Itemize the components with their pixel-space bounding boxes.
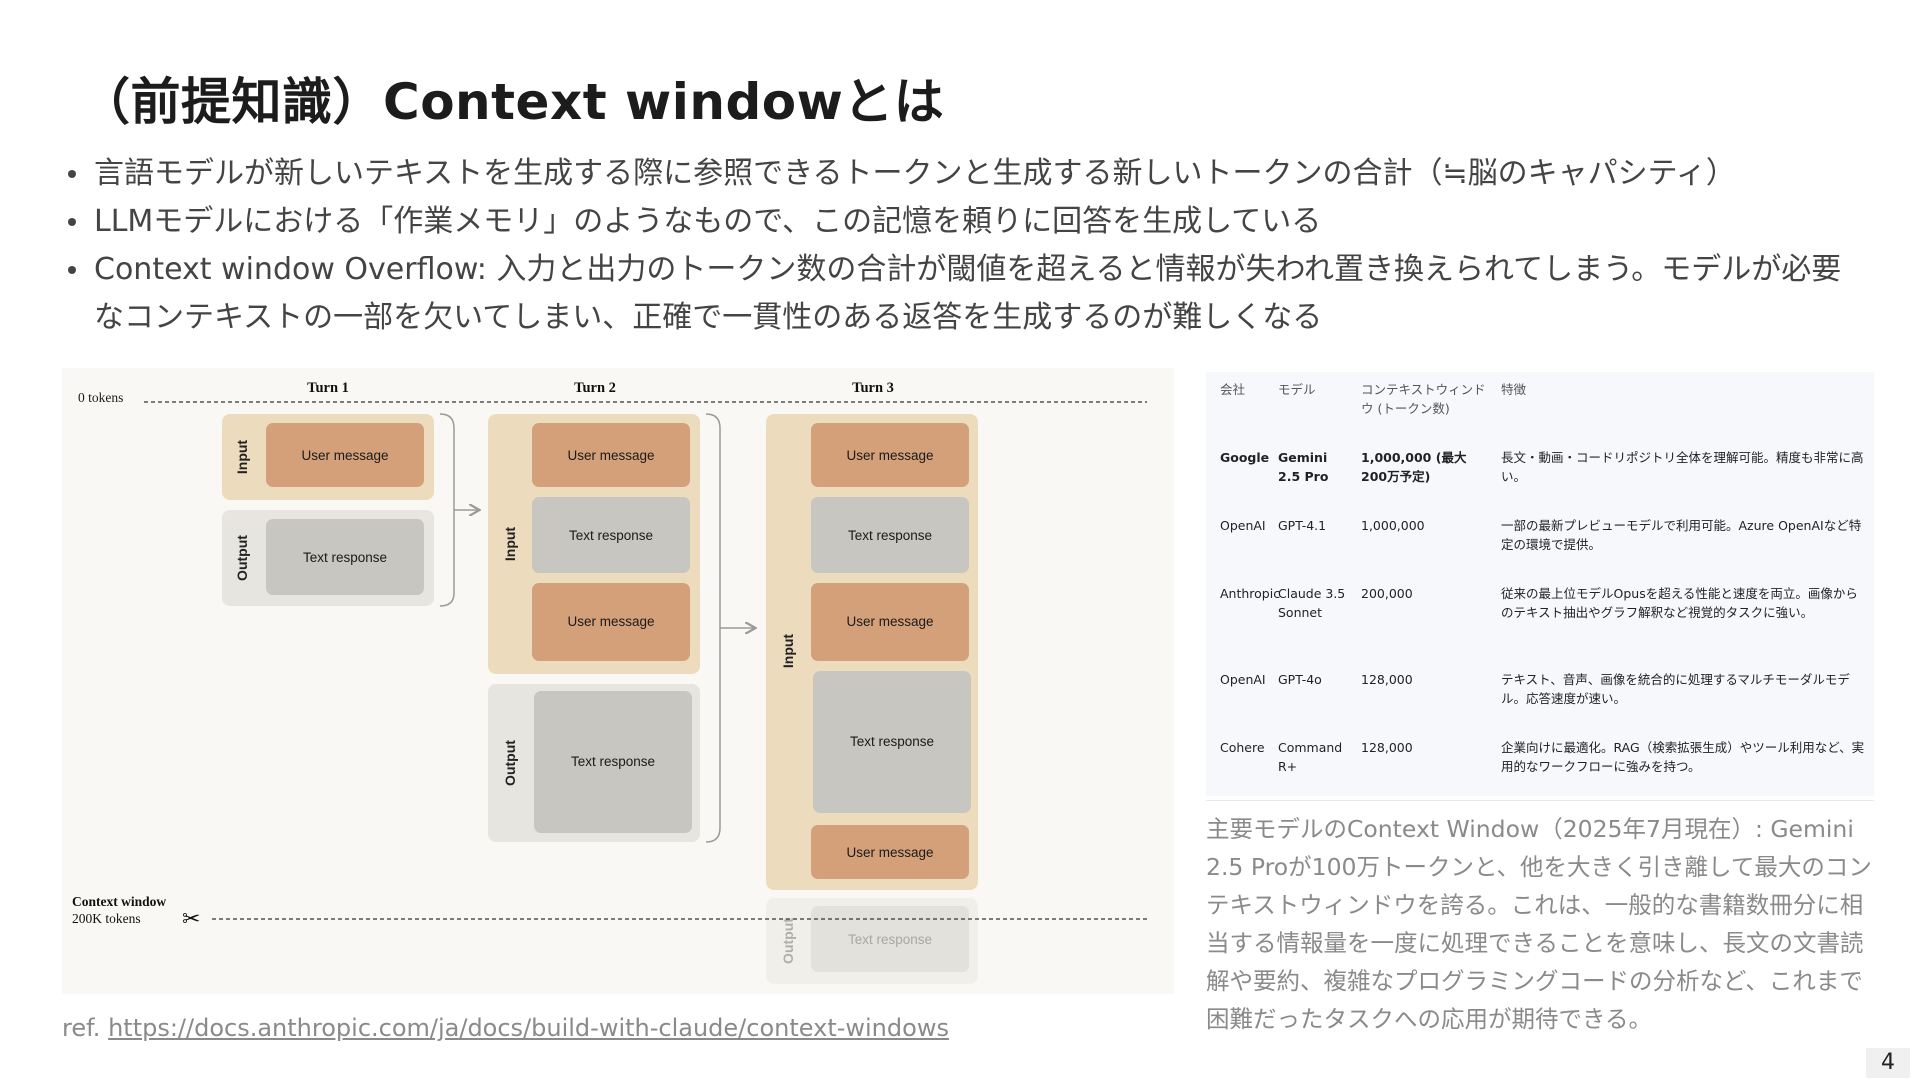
scissors-icon: ✂ [182,906,200,931]
page-number: 4 [1866,1048,1910,1078]
bullet-list: 言語モデルが新しいテキストを生成する際に参照できるトークンと生成する新しいトーク… [60,150,1860,342]
cell-feature: 企業向けに最適化。RAG（検索拡張生成）やツール利用など、実用的なワークフローに… [1501,740,1865,774]
turn1-text-response [266,519,424,595]
turn3-output-label: Output [780,918,796,964]
cell-model: Claude 3.5 Sonnet [1278,586,1346,620]
cell-feature: テキスト、音声、画像を統合的に処理するマルチモーダルモデル。応答速度が速い。 [1501,672,1850,706]
turn1-user-message [266,423,424,487]
cell-tokens: 1,000,000 [1361,518,1425,533]
cell-tokens: 200,000 [1361,586,1413,601]
turn2-user-message-2 [532,583,690,661]
reference-link[interactable]: https://docs.anthropic.com/ja/docs/build… [108,1014,949,1042]
turn3-output-group [766,898,978,984]
turn2-text-response-1-label: Text response [569,528,653,543]
zero-tokens-label: 0 tokens [78,390,123,405]
reference-prefix: ref. [62,1014,101,1042]
cell-company: Cohere [1220,740,1265,755]
turn2-text-response-2-label: Text response [571,754,655,769]
header-context: コンテキストウィンドウ (トークン数) [1361,382,1486,416]
turn3-user-message-3 [811,825,969,879]
context-window-label: Context window [72,894,166,909]
cell-model: Gemini 2.5 Pro [1278,450,1329,484]
turn3-text-response-1 [811,497,969,573]
turn2-user-message-2-label: User message [567,614,654,629]
cell-tokens: 128,000 [1361,740,1413,755]
bullet-item: LLMモデルにおける「作業メモリ」のようなもので、この記憶を頼りに回答を生成して… [60,198,1860,246]
turn1-output-label: Output [234,535,250,581]
header-model: モデル [1278,382,1316,397]
turn3-text-response-3 [811,906,969,972]
table-description: 主要モデルのContext Window（2025年7月現在）: Gemini … [1206,815,1872,1033]
reference: ref. https://docs.anthropic.com/ja/docs/… [62,1014,949,1042]
turn1-text-response-label: Text response [303,550,387,565]
turn-1-label: Turn 1 [307,380,349,396]
turn3-user-message-1-label: User message [846,448,933,463]
turn2-output-label: Output [502,740,518,786]
model-table: 会社 モデル コンテキストウィンドウ (トークン数) 特徴 Google Gem… [1206,372,1874,796]
turn2-text-response-1 [532,497,690,573]
cell-tokens: 128,000 [1361,672,1413,687]
turn1-user-message-label: User message [301,448,388,463]
turn3-text-response-3-label: Text response [848,932,932,947]
cell-company: OpenAI [1220,672,1266,687]
header-feature: 特徴 [1501,382,1527,397]
turn2-user-message-1-label: User message [567,448,654,463]
cell-feature: 一部の最新プレビューモデルで利用可能。Azure OpenAIなど特定の環境で提… [1501,518,1862,552]
cell-model: GPT-4o [1278,672,1322,687]
context-window-tokens: 200K tokens [72,911,141,926]
cell-company: Anthropic [1220,586,1281,601]
table-divider [1206,800,1874,801]
turn2-bracket [705,413,721,843]
turn3-text-response-2-label: Text response [850,734,934,749]
turn-3-label: Turn 3 [852,380,894,396]
turn2-text-response-2 [534,691,692,833]
cell-company: Google [1220,450,1270,465]
header-company: 会社 [1220,382,1246,397]
context-window-diagram: 0 tokens Turn 1 Turn 2 Turn 3 Input User… [62,368,1174,994]
turn3-user-message-3-label: User message [846,845,933,860]
turn1-bracket [439,413,455,607]
turn-2-label: Turn 2 [574,380,616,396]
bullet-item: Context window Overflow: 入力と出力のトークン数の合計が… [60,246,1860,342]
cell-model: Command R+ [1278,740,1343,774]
turn3-text-response-2 [813,671,971,813]
cell-model: GPT-4.1 [1278,518,1327,533]
cell-tokens: 1,000,000 (最大200万予定) [1361,450,1467,484]
turn1-input-label: Input [234,440,250,475]
turn3-input-label: Input [780,634,796,669]
page-title: （前提知識）Context windowとは [80,73,945,131]
turn3-text-response-1-label: Text response [848,528,932,543]
turn3-user-message-2 [811,583,969,661]
turn2-user-message-1 [532,423,690,487]
cell-feature: 長文・動画・コードリポジトリ全体を理解可能。精度も非常に高い。 [1501,450,1864,484]
cell-company: OpenAI [1220,518,1266,533]
turn3-user-message-2-label: User message [846,614,933,629]
turn2-input-label: Input [502,527,518,562]
bullet-item: 言語モデルが新しいテキストを生成する際に参照できるトークンと生成する新しいトーク… [60,150,1860,198]
cell-feature: 従来の最上位モデルOpusを超える性能と速度を両立。画像からのテキスト抽出やグラ… [1501,586,1858,620]
turn3-user-message-1 [811,423,969,487]
